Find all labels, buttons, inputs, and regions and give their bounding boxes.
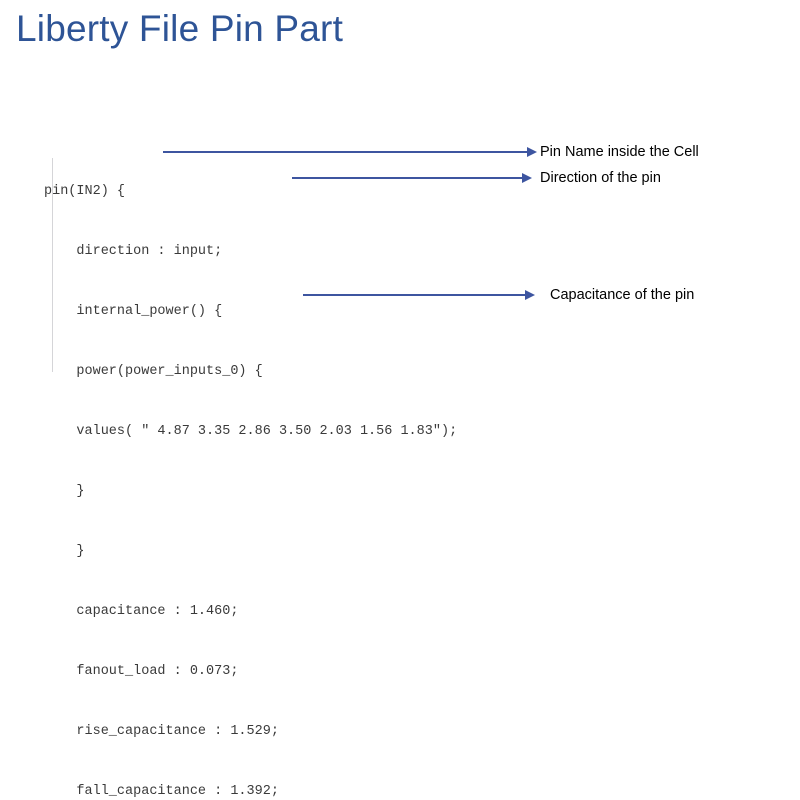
code-line: fanout_load : 0.073; (44, 664, 239, 679)
page-title: Liberty File Pin Part (16, 8, 344, 49)
annotation-label-direction: Direction of the pin (540, 170, 661, 186)
code-line: direction : input; (44, 244, 223, 259)
slide-canvas: Liberty File Pin Part pin(IN2) { directi… (16, 8, 699, 799)
code-line: rise_capacitance : 1.529; (44, 724, 279, 739)
annotation-label-capacitance: Capacitance of the pin (550, 287, 695, 303)
liberty-code-block: pin(IN2) { direction : input; internal_p… (44, 142, 457, 800)
code-line: power(power_inputs_0) { (44, 364, 263, 379)
code-line: pin(IN2) { (44, 184, 126, 199)
code-line: internal_power() { (44, 304, 223, 319)
code-line: fall_capacitance : 1.392; (44, 784, 279, 799)
arrow-head (525, 290, 535, 300)
arrow-head (527, 147, 537, 157)
code-line: } (44, 544, 85, 559)
arrow-head (522, 173, 532, 183)
code-indent-guide (52, 158, 53, 372)
code-line: values( " 4.87 3.35 2.86 3.50 2.03 1.56 … (44, 424, 458, 439)
code-line: capacitance : 1.460; (44, 604, 239, 619)
code-line: } (44, 484, 85, 499)
annotation-label-pin-name: Pin Name inside the Cell (540, 144, 699, 160)
